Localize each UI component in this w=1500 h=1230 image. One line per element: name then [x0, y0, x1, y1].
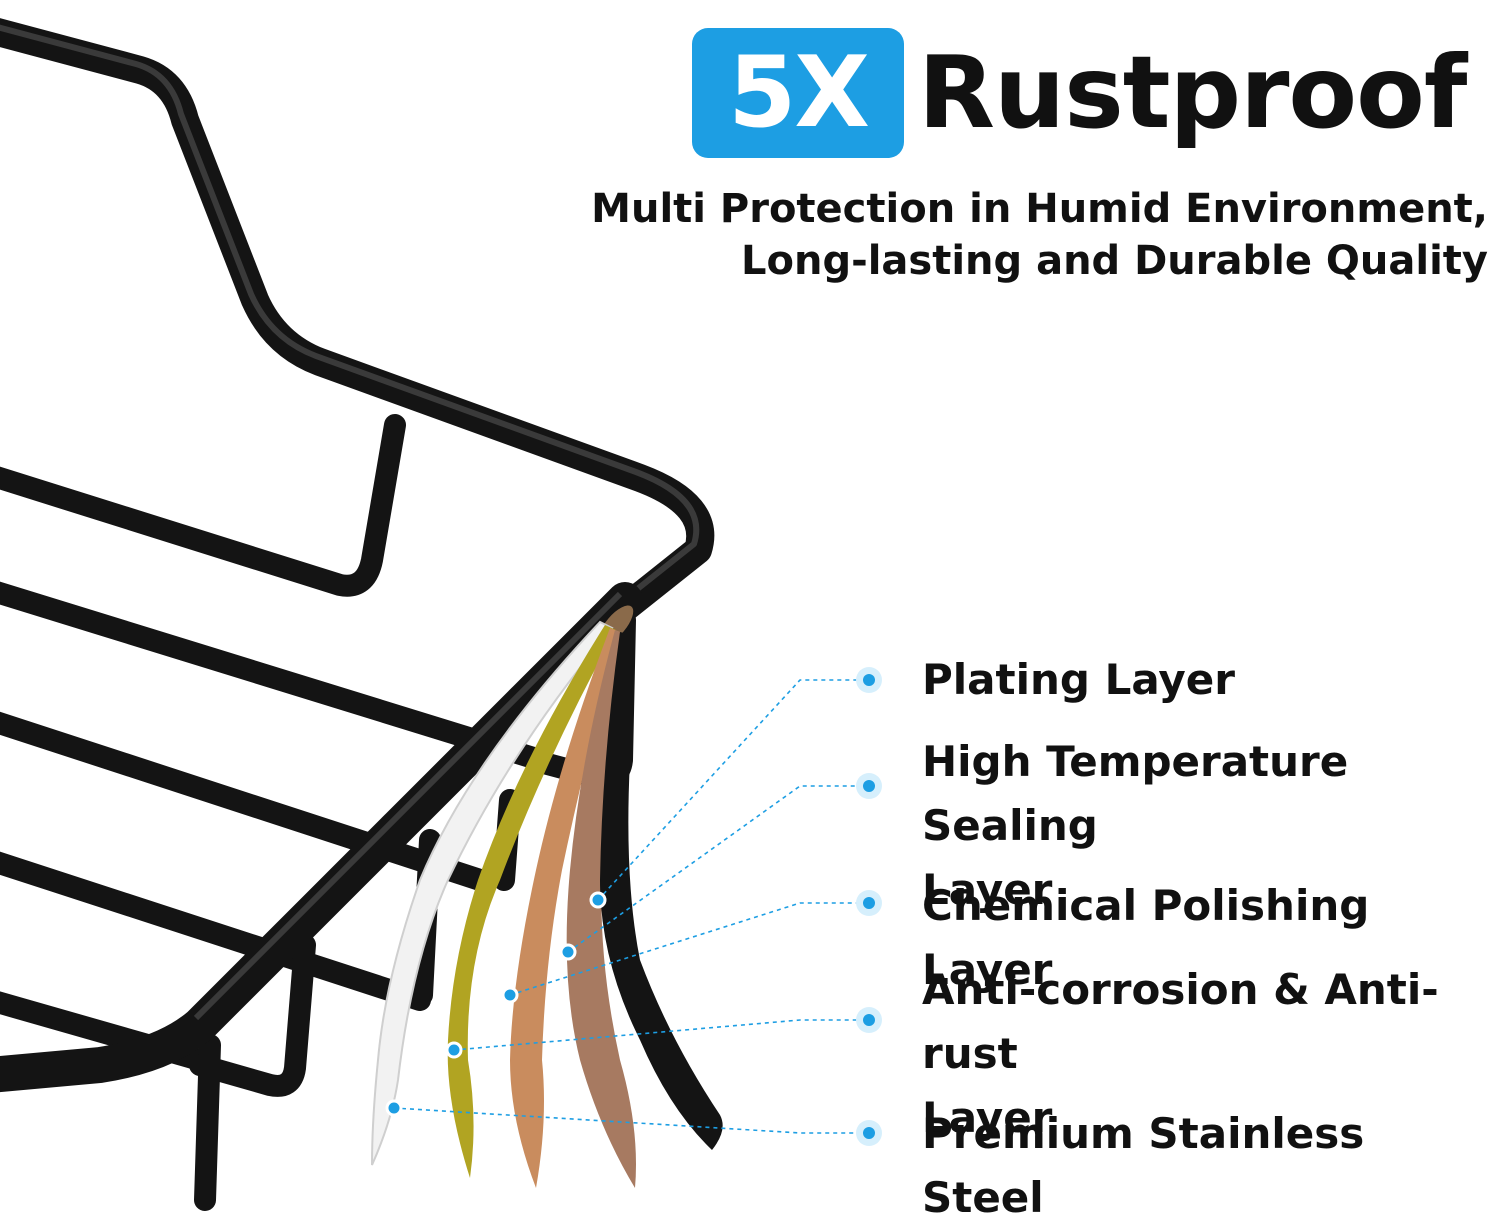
layer-label-sealing: High Temperature Sealing Layer — [922, 730, 1492, 922]
layer-strip-plating — [600, 632, 723, 1150]
layer-label-stainless-steel: Premium Stainless Steel — [922, 1102, 1492, 1230]
polishing-layer-dot-icon — [856, 890, 882, 916]
layer-label-line: Chemical Polishing Layer — [922, 881, 1370, 994]
layer-label-line: Premium Stainless Steel — [922, 1109, 1365, 1222]
plating-layer-dot-icon — [856, 667, 882, 693]
layer-label-line: Layer — [922, 1093, 1053, 1142]
callout-lines — [393, 679, 860, 1134]
stainless-steel-dot-icon — [856, 1120, 882, 1146]
layer-label-line: Layer — [922, 865, 1053, 914]
layer-label-anticorrosion: Anti-corrosion & Anti-rust Layer — [922, 958, 1492, 1150]
subtitle-line-1: Multi Protection in Humid Environment, — [591, 186, 1488, 232]
callout-anchor-points — [385, 891, 607, 1117]
layer-strip-steel — [371, 620, 614, 1166]
anticorrosion-layer-dot-icon — [856, 1007, 882, 1033]
layer-label-polishing: Chemical Polishing Layer — [922, 874, 1492, 1002]
headline-rustproof: Rustproof — [918, 34, 1467, 151]
rustproof-multiplier-badge: 5X — [692, 28, 904, 158]
sealing-layer-dot-icon — [856, 773, 882, 799]
layer-label-plating: Plating Layer — [922, 648, 1492, 712]
layer-strip-polishing — [510, 628, 620, 1188]
layer-label-line: Plating Layer — [922, 655, 1235, 704]
layer-label-line: High Temperature Sealing — [922, 737, 1349, 850]
layer-strip-anticorrosion — [447, 625, 616, 1178]
coating-layers — [371, 620, 723, 1188]
layer-label-line: Anti-corrosion & Anti-rust — [922, 965, 1439, 1078]
caddy-back-frame — [0, 18, 715, 1211]
subtitle-line-2: Long-lasting and Durable Quality — [741, 238, 1488, 284]
